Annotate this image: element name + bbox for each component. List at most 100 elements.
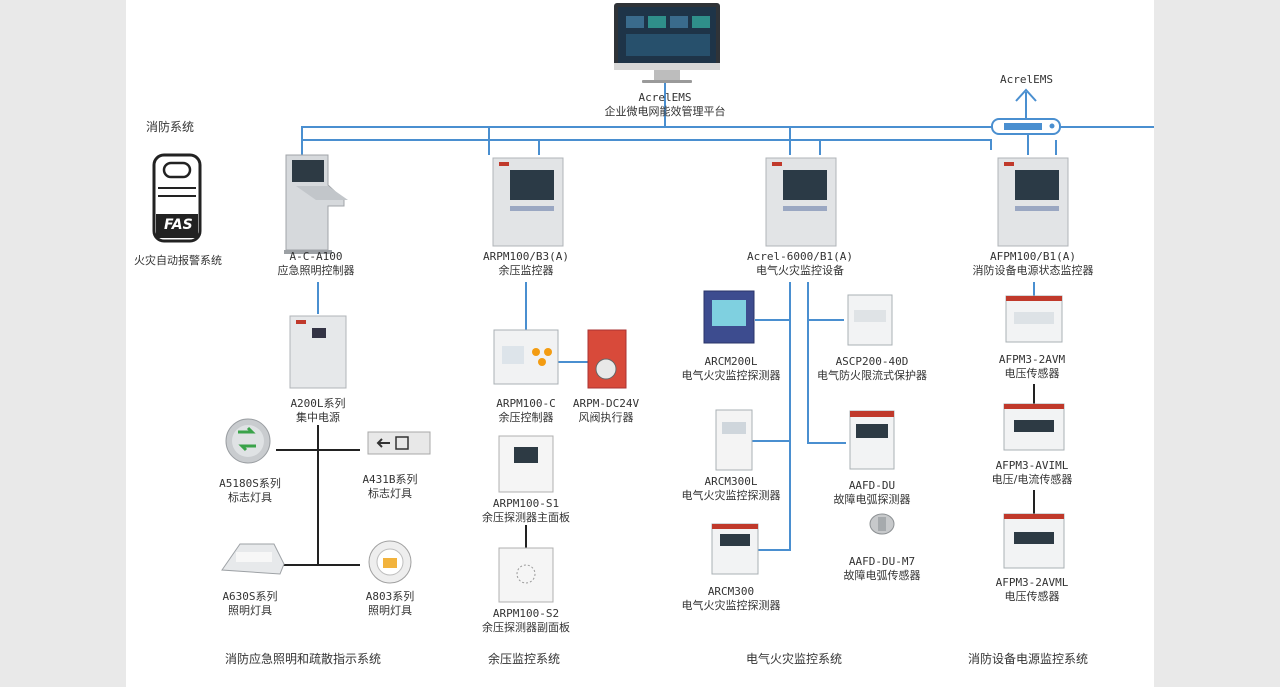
label-arpm-dc24v: ARPM-DC24V 风阀执行器 bbox=[573, 397, 639, 425]
fas-label: 火灾自动报警系统 bbox=[134, 254, 222, 268]
label-a803-model: A803系列 bbox=[365, 590, 415, 603]
system-power: 消防设备电源监控系统 bbox=[967, 652, 1089, 666]
label-arpm100-s1-desc: 余压探测器主面板 bbox=[482, 511, 570, 524]
fire-system-label: 消防系统 bbox=[146, 120, 195, 134]
label-afpm3-2avml: AFPM3-2AVML 电压传感器 bbox=[996, 576, 1069, 604]
label-afpm3-2avm-desc: 电压传感器 bbox=[1004, 367, 1060, 380]
label-afpm100-desc: 消防设备电源状态监控器 bbox=[972, 264, 1094, 277]
label-a431b: A431B系列 标志灯具 bbox=[362, 473, 417, 501]
label-arpm100-c: ARPM100-C 余压控制器 bbox=[496, 397, 556, 425]
topology-drawing bbox=[152, 3, 1154, 603]
label-aafd-du: AAFD-DU 故障电弧探测器 bbox=[834, 479, 911, 507]
label-a5180s-model: A5180S系列 bbox=[219, 477, 281, 490]
arpm100-s2-device bbox=[498, 547, 554, 603]
cabinet-arpm-b3 bbox=[492, 157, 564, 247]
acrel-trunk-1 bbox=[755, 282, 791, 551]
a630s-device bbox=[221, 543, 285, 575]
ascp200-device bbox=[847, 294, 893, 346]
a200l-device bbox=[289, 315, 347, 389]
label-afpm3-aviml-desc: 电压/电流传感器 bbox=[991, 473, 1073, 486]
label-a630s-desc: 照明灯具 bbox=[228, 604, 272, 617]
label-aafd-du-m7-model: AAFD-DU-M7 bbox=[848, 555, 916, 568]
black-lines bbox=[276, 384, 1035, 566]
label-afpm3-2avm-model: AFPM3-2AVM bbox=[998, 353, 1066, 366]
label-afpm3-aviml-model: AFPM3-AVIML bbox=[995, 459, 1069, 472]
arpm100-c-device bbox=[493, 329, 559, 385]
label-arpm100-c-desc: 余压控制器 bbox=[498, 411, 554, 424]
bus-lines bbox=[301, 82, 1154, 551]
diagram-canvas: FAS AcrelEMS 企业微电网能效管理平台 AcrelEMS 消防系统 火… bbox=[126, 0, 1154, 687]
label-a-c-a100-model: A-C-A100 bbox=[289, 250, 343, 263]
label-afpm3-2avml-model: AFPM3-2AVML bbox=[995, 576, 1069, 589]
gateway-label: AcrelEMS bbox=[1000, 73, 1053, 86]
label-ascp200-desc: 电气防火限流式保护器 bbox=[817, 369, 927, 382]
aafd-du-m7-device bbox=[869, 513, 895, 535]
fas-badge: FAS bbox=[164, 217, 193, 233]
label-acrel6000-desc: 电气火灾监控设备 bbox=[756, 264, 844, 277]
system-residual: 余压监控系统 bbox=[487, 652, 561, 666]
aafd-du-device bbox=[849, 410, 895, 470]
arcm300l-device bbox=[715, 409, 753, 471]
label-arpm100-s1-model: ARPM100-S1 bbox=[492, 497, 560, 510]
label-acrel6000-model: Acrel-6000/B1(A) bbox=[747, 250, 853, 263]
cabinet-acrel6000 bbox=[765, 157, 837, 247]
label-arpm100-s2-desc: 余压探测器副面板 bbox=[482, 621, 570, 634]
label-a200l: A200L系列 集中电源 bbox=[290, 397, 345, 425]
cabinet-afpm100 bbox=[997, 157, 1069, 247]
arpm-dc24v-device bbox=[587, 329, 627, 389]
platform-monitor bbox=[614, 3, 720, 83]
label-arcm300: ARCM300 电气火灾监控探测器 bbox=[682, 585, 781, 613]
label-arcm300l-desc: 电气火灾监控探测器 bbox=[681, 489, 781, 502]
label-arcm200l-desc: 电气火灾监控探测器 bbox=[681, 369, 781, 382]
label-a630s: A630S系列 照明灯具 bbox=[222, 590, 277, 618]
label-acrel6000: Acrel-6000/B1(A) 电气火灾监控设备 bbox=[747, 250, 853, 278]
a5180s-device bbox=[225, 418, 271, 464]
label-a431b-desc: 标志灯具 bbox=[368, 487, 412, 500]
label-arpm100-b3-desc: 余压监控器 bbox=[498, 264, 554, 277]
label-arpm100-s1: ARPM100-S1 余压探测器主面板 bbox=[482, 497, 570, 525]
label-arpm-dc24v-desc: 风阀执行器 bbox=[578, 411, 634, 424]
label-aafd-du-m7-desc: 故障电弧传感器 bbox=[843, 569, 921, 582]
arcm300-device bbox=[711, 523, 759, 575]
label-a630s-model: A630S系列 bbox=[222, 590, 278, 603]
label-arcm300-model: ARCM300 bbox=[707, 585, 755, 598]
label-afpm3-aviml: AFPM3-AVIML 电压/电流传感器 bbox=[992, 459, 1073, 487]
afpm3-aviml-device bbox=[1003, 403, 1065, 451]
label-a200l-model: A200L系列 bbox=[290, 397, 346, 410]
arcm200l-device bbox=[703, 290, 755, 344]
bus-second bbox=[302, 139, 992, 150]
a-c-a100-device bbox=[284, 154, 348, 254]
label-arpm-dc24v-model: ARPM-DC24V bbox=[572, 397, 640, 410]
label-arcm300l: ARCM300L 电气火灾监控探测器 bbox=[682, 475, 781, 503]
label-arpm100-b3-model: ARPM100/B3(A) bbox=[482, 250, 570, 263]
label-afpm3-2avml-desc: 电压传感器 bbox=[1004, 590, 1060, 603]
a803-device bbox=[368, 540, 412, 584]
label-afpm100-model: AFPM100/B1(A) bbox=[989, 250, 1077, 263]
label-a431b-model: A431B系列 bbox=[362, 473, 418, 486]
fas-device bbox=[152, 153, 202, 243]
system-emergency: 消防应急照明和疏散指示系统 bbox=[224, 652, 382, 666]
label-a-c-a100: A-C-A100 应急照明控制器 bbox=[278, 250, 355, 278]
label-a803: A803系列 照明灯具 bbox=[366, 590, 415, 618]
label-arpm100-s2: ARPM100-S2 余压探测器副面板 bbox=[482, 607, 570, 635]
system-electrical: 电气火灾监控系统 bbox=[745, 652, 843, 666]
platform-label: AcrelEMS 企业微电网能效管理平台 bbox=[605, 91, 726, 119]
platform-label-line2: 企业微电网能效管理平台 bbox=[604, 105, 726, 118]
label-a-c-a100-desc: 应急照明控制器 bbox=[277, 264, 355, 277]
label-a5180s-desc: 标志灯具 bbox=[228, 491, 272, 504]
acrel-trunk-2 bbox=[807, 282, 846, 444]
gateway-device bbox=[991, 118, 1061, 135]
label-aafd-du-model: AAFD-DU bbox=[848, 479, 896, 492]
afpm3-2avm-device bbox=[1005, 295, 1063, 343]
a431b-device bbox=[367, 431, 431, 455]
label-afpm100: AFPM100/B1(A) 消防设备电源状态监控器 bbox=[973, 250, 1094, 278]
platform-label-line1: AcrelEMS bbox=[638, 91, 692, 104]
label-aafd-du-m7: AAFD-DU-M7 故障电弧传感器 bbox=[844, 555, 921, 583]
label-ascp200: ASCP200-40D 电气防火限流式保护器 bbox=[817, 355, 927, 383]
label-aafd-du-desc: 故障电弧探测器 bbox=[833, 493, 911, 506]
arpm100-s1-device bbox=[498, 435, 554, 493]
label-a5180s: A5180S系列 标志灯具 bbox=[219, 477, 281, 505]
label-arcm300l-model: ARCM300L bbox=[704, 475, 758, 488]
afpm3-2avml-device bbox=[1003, 513, 1065, 569]
label-arpm100-b3: ARPM100/B3(A) 余压监控器 bbox=[483, 250, 569, 278]
